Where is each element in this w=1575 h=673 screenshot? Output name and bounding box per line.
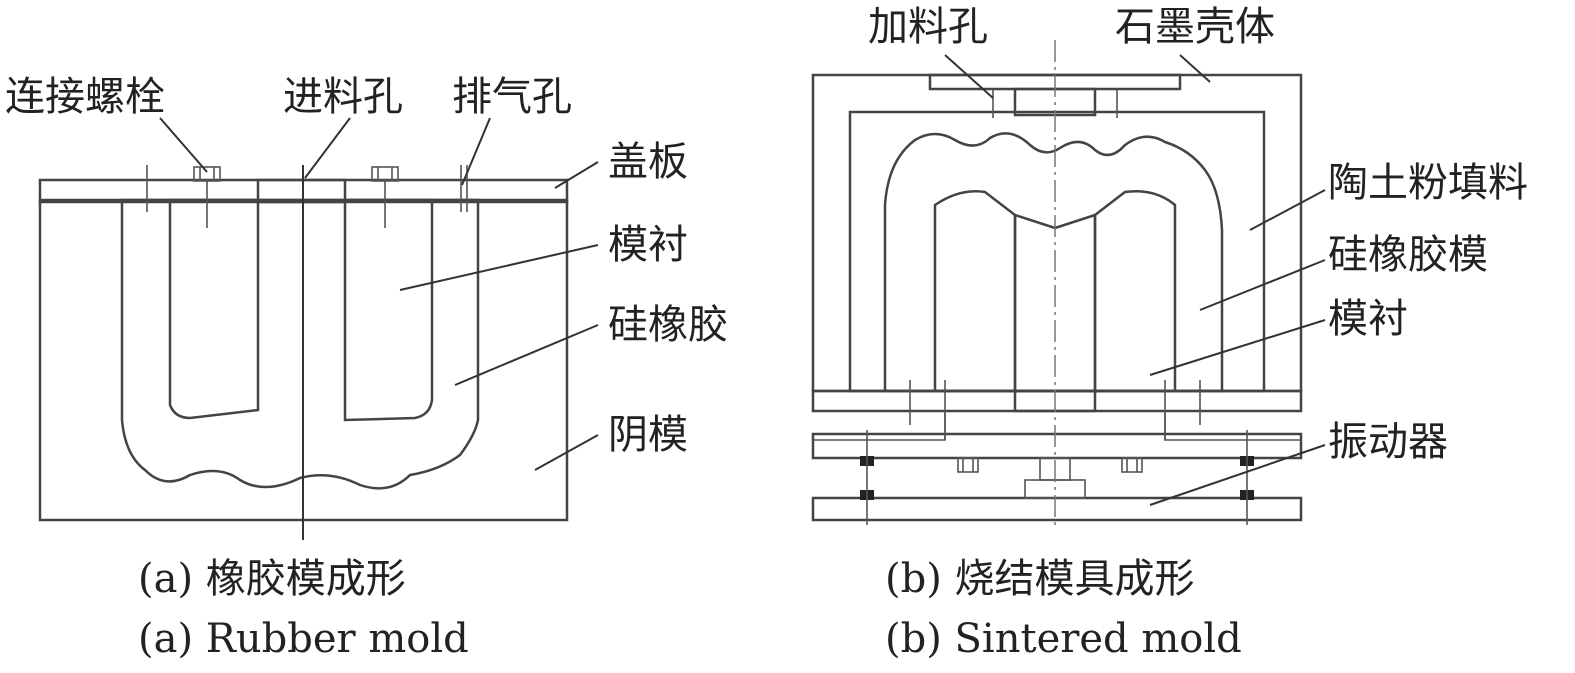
label-silicone-rubber: 硅橡胶 bbox=[608, 302, 728, 348]
panel-b-sintered-mold: 加料孔 石墨壳体 陶土粉填料 硅橡胶模 模衬 振动器 (b) 烧结模具成形 (b… bbox=[811, 4, 1528, 662]
leader-silicone bbox=[454, 324, 599, 386]
leader-vibrator bbox=[1149, 444, 1326, 506]
caption-a-cn: (a) 橡胶模成形 bbox=[138, 556, 406, 602]
center-cavity bbox=[1013, 213, 1097, 393]
liner-b-right bbox=[1093, 190, 1177, 393]
silicone-rubber-mold bbox=[883, 132, 1224, 393]
label-vent-hole: 排气孔 bbox=[452, 74, 572, 120]
liner-right bbox=[343, 198, 434, 422]
liner-left bbox=[168, 198, 260, 420]
label-female-mold: 阴模 bbox=[608, 412, 688, 458]
label-ceramic-filler: 陶土粉填料 bbox=[1328, 160, 1528, 206]
label-vibrator: 振动器 bbox=[1328, 419, 1448, 465]
leader-feed-hole-b bbox=[944, 54, 994, 99]
nut-left bbox=[957, 457, 979, 473]
label-feed-hole: 进料孔 bbox=[283, 74, 403, 120]
leader-liner-b bbox=[1149, 319, 1326, 376]
caption-b-en: (b) Sintered mold bbox=[885, 616, 1242, 662]
feed-channel bbox=[256, 178, 347, 204]
leader-female-mold bbox=[534, 434, 599, 471]
caption-b-cn: (b) 烧结模具成形 bbox=[885, 556, 1195, 602]
label-liner: 模衬 bbox=[608, 222, 688, 268]
nut-right bbox=[1121, 457, 1143, 473]
panel-a-rubber-mold: 连接螺栓 进料孔 排气孔 盖板 模衬 硅橡胶 阴模 (a) 橡胶模成形 (a) … bbox=[5, 74, 728, 662]
vibrator-lower-plate bbox=[811, 496, 1303, 522]
liner-b-left bbox=[933, 190, 1017, 393]
caption-a-en: (a) Rubber mold bbox=[138, 616, 469, 662]
silicone-rubber-region bbox=[120, 198, 480, 490]
label-cover-plate: 盖板 bbox=[608, 139, 688, 185]
leader-bolt bbox=[159, 117, 208, 173]
leader-feed-hole bbox=[304, 117, 351, 179]
label-liner-b: 模衬 bbox=[1328, 296, 1408, 342]
base-plate bbox=[811, 389, 1303, 413]
leader-cover-plate bbox=[554, 161, 599, 189]
leader-vent-hole bbox=[461, 117, 491, 186]
ceramic-filler bbox=[848, 110, 1266, 393]
leader-graphite-shell bbox=[1179, 54, 1211, 83]
vibrator-upper-plate bbox=[811, 432, 1303, 460]
label-feed-hole-b: 加料孔 bbox=[868, 4, 988, 50]
leader-silicone-mold bbox=[1199, 259, 1326, 311]
bracket-left bbox=[813, 411, 946, 441]
label-silicone-mold: 硅橡胶模 bbox=[1328, 232, 1488, 278]
label-graphite-shell: 石墨壳体 bbox=[1115, 4, 1275, 50]
leader-liner bbox=[399, 244, 599, 291]
leader-ceramic-filler bbox=[1249, 189, 1326, 231]
label-bolt: 连接螺栓 bbox=[5, 74, 165, 120]
bracket-right bbox=[1164, 411, 1301, 441]
